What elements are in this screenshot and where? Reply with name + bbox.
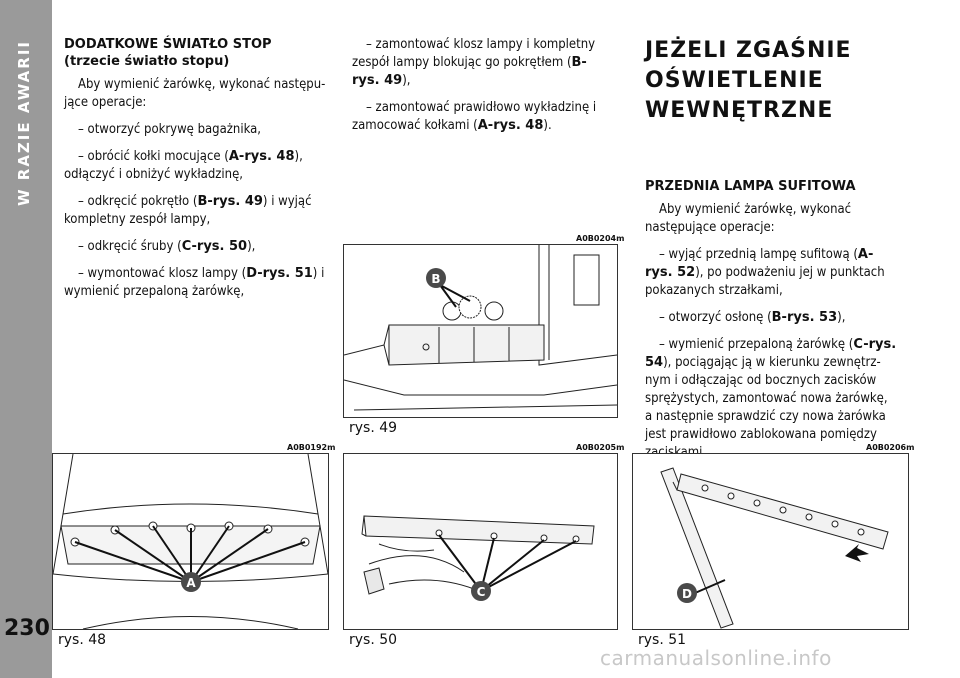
column-left: DODATKOWE ŚWIATŁO STOP (trzecie światło …: [64, 36, 328, 310]
paragraph: – otworzyć osłonę (B-rys. 53),: [659, 310, 846, 325]
figure-caption: rys. 51: [638, 632, 687, 648]
watermark: carmanualsonline.info: [600, 646, 832, 670]
figure-reference: C-rys. 54: [645, 337, 897, 370]
figure-code: A0B0192m: [287, 443, 336, 452]
marker-c-label: C: [477, 585, 486, 599]
marker-a: [181, 572, 201, 592]
figure-reference: B-rys. 53: [771, 310, 838, 325]
figure-49: B: [343, 244, 618, 418]
paragraph: – odkręcić śruby (C-rys. 50),: [78, 239, 256, 254]
sidebar: W RAZIE AWARII: [0, 0, 52, 678]
figure-code: A0B0205m: [576, 443, 625, 452]
marker-d: [677, 583, 697, 603]
marker-b: [426, 268, 446, 288]
marker-b-label: B: [431, 272, 440, 286]
figure-48: A: [52, 453, 329, 630]
paragraph: – odkręcić pokrętło (B-rys. 49) i wyjąć …: [64, 194, 312, 227]
page-number: 230: [4, 616, 50, 641]
heading-extra-stop-light: DODATKOWE ŚWIATŁO STOP (trzecie światło …: [64, 37, 272, 69]
figure-reference: A-rys. 48: [477, 118, 544, 133]
column-right: JEŻELI ZGAŚNIE OŚWIETLENIE WEWNĘTRZNE PR…: [645, 36, 897, 471]
column-middle: – zamontować klosz lampy i kompletny ze­…: [352, 36, 614, 144]
paragraph: – wyjąć przednią lampę sufitową (A-rys. …: [645, 247, 885, 298]
paragraph: – zamontować prawidłowo wykładzinę i zam…: [352, 100, 597, 133]
figure-reference: C-rys. 50: [181, 239, 248, 254]
figure-51: D: [632, 453, 909, 630]
figure-reference: B-rys. 49: [352, 55, 587, 88]
figure-code: A0B0206m: [866, 443, 915, 452]
arrow-icon: [845, 544, 869, 562]
paragraph: – obrócić kołki mocujące (A-rys. 48), od…: [64, 149, 303, 182]
figure-reference: D-rys. 51: [246, 266, 313, 281]
paragraph: Aby wymienić żarówkę, wykonać następu­ją…: [64, 77, 326, 110]
paragraph: – wymontować klosz lampy (D-rys. 51) i w…: [64, 266, 325, 299]
paragraph: Aby wymienić żarówkę, wykonać następu­ją…: [645, 202, 852, 235]
paragraph: – zamontować klosz lampy i kompletny ze­…: [352, 37, 596, 88]
marker-a-label: A: [186, 576, 196, 590]
subheading-front-ceiling-lamp: PRZEDNIA LAMPA SUFITOWA: [645, 179, 856, 194]
figure-reference: A-rys. 48: [228, 149, 295, 164]
paragraph: – otworzyć pokrywę bagażnika,: [78, 122, 261, 137]
figure-reference: A-rys. 52: [645, 247, 874, 280]
section-heading: JEŻELI ZGAŚNIE OŚWIETLENIE WEWNĘTRZNE: [645, 38, 852, 123]
marker-c: [471, 581, 491, 601]
figure-caption: rys. 50: [349, 632, 398, 648]
figure-reference: B-rys. 49: [197, 194, 263, 209]
figure-caption: rys. 49: [349, 420, 398, 436]
figure-50: C: [343, 453, 618, 630]
figure-code: A0B0204m: [576, 234, 625, 243]
marker-d-label: D: [682, 587, 692, 601]
figure-caption: rys. 48: [58, 632, 107, 648]
section-title: W RAZIE AWARII: [15, 40, 33, 206]
paragraph: – wymienić przepaloną żarówkę (C-rys. 54…: [645, 337, 897, 460]
